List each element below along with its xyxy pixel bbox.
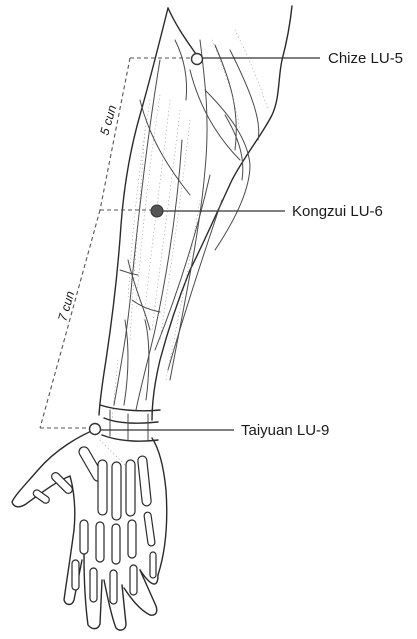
forearm-stippling <box>100 30 268 470</box>
forearm-muscles <box>114 40 259 410</box>
kongzui-point-marker[interactable] <box>151 205 163 217</box>
kongzui-label: Kongzui LU-6 <box>292 203 383 220</box>
taiyuan-label: Taiyuan LU-9 <box>241 422 329 439</box>
taiyuan-point-marker[interactable] <box>90 424 101 435</box>
bracket-7-cun-line <box>40 210 100 428</box>
dimension-brackets <box>40 58 197 428</box>
wrist <box>100 405 160 441</box>
hand-bones <box>32 445 156 604</box>
chize-point-marker[interactable] <box>192 54 203 65</box>
measurement-label-5-cun: 5 cun <box>97 104 119 137</box>
chize-label: Chize LU-5 <box>328 50 403 67</box>
